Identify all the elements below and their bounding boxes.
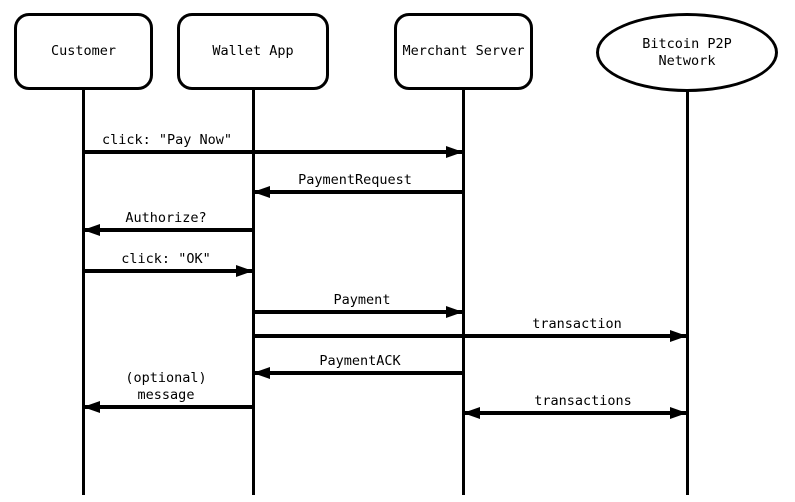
message-payment-request-line bbox=[253, 190, 463, 194]
message-payment-request-label: PaymentRequest bbox=[298, 172, 412, 189]
message-click-ok-arrowhead-right bbox=[236, 265, 253, 277]
message-payment-line bbox=[253, 310, 463, 314]
text-line: Authorize? bbox=[125, 209, 207, 226]
message-payment-ack-label: PaymentACK bbox=[319, 353, 400, 370]
message-optional-message-label: (optional)message bbox=[125, 370, 206, 403]
message-payment-request-arrowhead-left bbox=[253, 186, 270, 198]
message-click-pay-now-line bbox=[83, 150, 463, 154]
lifeline-merchant bbox=[461, 88, 465, 495]
lifeline-wallet bbox=[251, 88, 255, 495]
text-line: Wallet App bbox=[212, 43, 294, 59]
lifeline-customer bbox=[81, 88, 85, 495]
message-transactions-label: transactions bbox=[534, 393, 632, 410]
message-payment-label: Payment bbox=[334, 292, 391, 309]
message-authorize-arrowhead-left bbox=[83, 224, 100, 236]
text-line: Customer bbox=[50, 43, 117, 59]
text-line: PaymentACK bbox=[319, 352, 401, 369]
text-line: Payment bbox=[333, 291, 391, 308]
text-line: transactions bbox=[534, 392, 632, 409]
actor-wallet: Wallet App bbox=[177, 13, 329, 90]
actor-merchant: Merchant Server bbox=[394, 13, 533, 90]
text-line: (optional) bbox=[125, 370, 207, 386]
message-click-ok-line bbox=[83, 269, 253, 273]
message-transaction-label: transaction bbox=[532, 316, 621, 333]
text-line: message bbox=[137, 386, 195, 403]
text-line: Bitcoin P2P bbox=[642, 35, 732, 52]
message-optional-message-line bbox=[83, 405, 253, 409]
text-line: Network bbox=[658, 52, 716, 69]
text-line: PaymentRequest bbox=[298, 171, 412, 188]
message-transaction-line bbox=[253, 334, 687, 338]
actor-customer: Customer bbox=[14, 13, 153, 90]
message-transactions-arrowhead-right bbox=[670, 407, 687, 419]
message-payment-ack-arrowhead-left bbox=[253, 367, 270, 379]
message-transaction-arrowhead-right bbox=[670, 330, 687, 342]
text-line: transaction bbox=[532, 315, 622, 332]
message-authorize-line bbox=[83, 228, 253, 232]
text-line: click: "Pay Now" bbox=[101, 131, 233, 148]
message-click-pay-now-label: click: "Pay Now" bbox=[102, 132, 232, 149]
message-authorize-label: Authorize? bbox=[125, 210, 206, 227]
message-payment-arrowhead-right bbox=[446, 306, 463, 318]
message-payment-ack-line bbox=[253, 371, 463, 375]
message-click-ok-label: click: "OK" bbox=[121, 251, 210, 268]
message-click-pay-now-arrowhead-right bbox=[446, 146, 463, 158]
message-optional-message-arrowhead-left bbox=[83, 401, 100, 413]
text-line: click: "OK" bbox=[121, 250, 211, 267]
text-line: Merchant Server bbox=[402, 43, 525, 59]
message-transactions-line bbox=[463, 411, 687, 415]
message-transactions-arrowhead-left bbox=[463, 407, 480, 419]
lifeline-bitcoin bbox=[685, 90, 689, 495]
